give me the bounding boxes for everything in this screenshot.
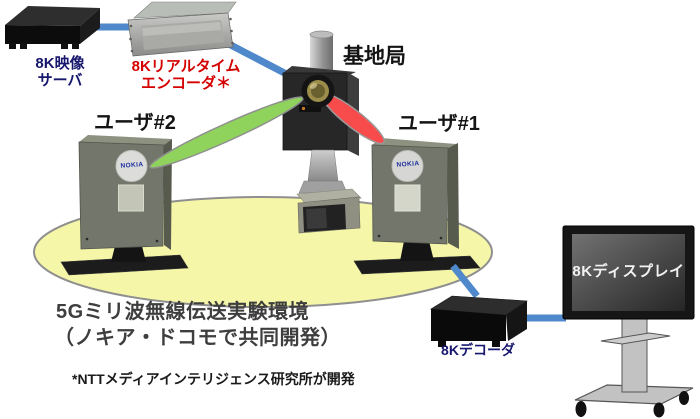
tv-screen bbox=[572, 234, 685, 311]
decoder-device bbox=[430, 295, 528, 347]
server-device bbox=[5, 6, 100, 49]
cable-encoder-base bbox=[223, 38, 296, 82]
encoder-label-line1: 8Kリアルタイム bbox=[131, 58, 241, 75]
cable-user1-decoder bbox=[450, 263, 480, 299]
encoder-label: 8Kリアルタイム エンコーダ＊ bbox=[124, 58, 248, 93]
user1-device bbox=[353, 138, 481, 275]
user2-device bbox=[60, 135, 189, 276]
base-station-label: 基地局 bbox=[343, 45, 406, 68]
server-label-line1: 8K映像 bbox=[35, 55, 85, 72]
server-label-line2: サーバ bbox=[37, 71, 83, 89]
cart-wheel bbox=[653, 402, 665, 418]
nokia-badge-user1 bbox=[391, 150, 424, 182]
user2-label: ユーザ#2 bbox=[94, 112, 176, 134]
antenna-lens-icon bbox=[301, 74, 335, 108]
encoder-label-line2: エンコーダ＊ bbox=[140, 74, 231, 92]
server-label: 8K映像 サーバ bbox=[8, 55, 112, 90]
encoder-device bbox=[127, 1, 237, 57]
experiment-subtitle: （ノキア・ドコモで共同開発） bbox=[54, 327, 341, 349]
cart-wheel bbox=[575, 401, 587, 417]
experiment-title: 5Gミリ波無線伝送実験環境 bbox=[56, 301, 310, 323]
decoder-label: 8Kデコーダ bbox=[441, 342, 515, 358]
display-device bbox=[562, 225, 695, 418]
footnote: *NTTメディアインテリジェンス研究所が開発 bbox=[72, 371, 355, 387]
nokia-badge-user2 bbox=[115, 150, 148, 182]
cart-wheel bbox=[679, 391, 689, 405]
user1-label: ユーザ#1 bbox=[398, 113, 480, 135]
display-label: 8Kディスプレイ bbox=[572, 263, 685, 281]
